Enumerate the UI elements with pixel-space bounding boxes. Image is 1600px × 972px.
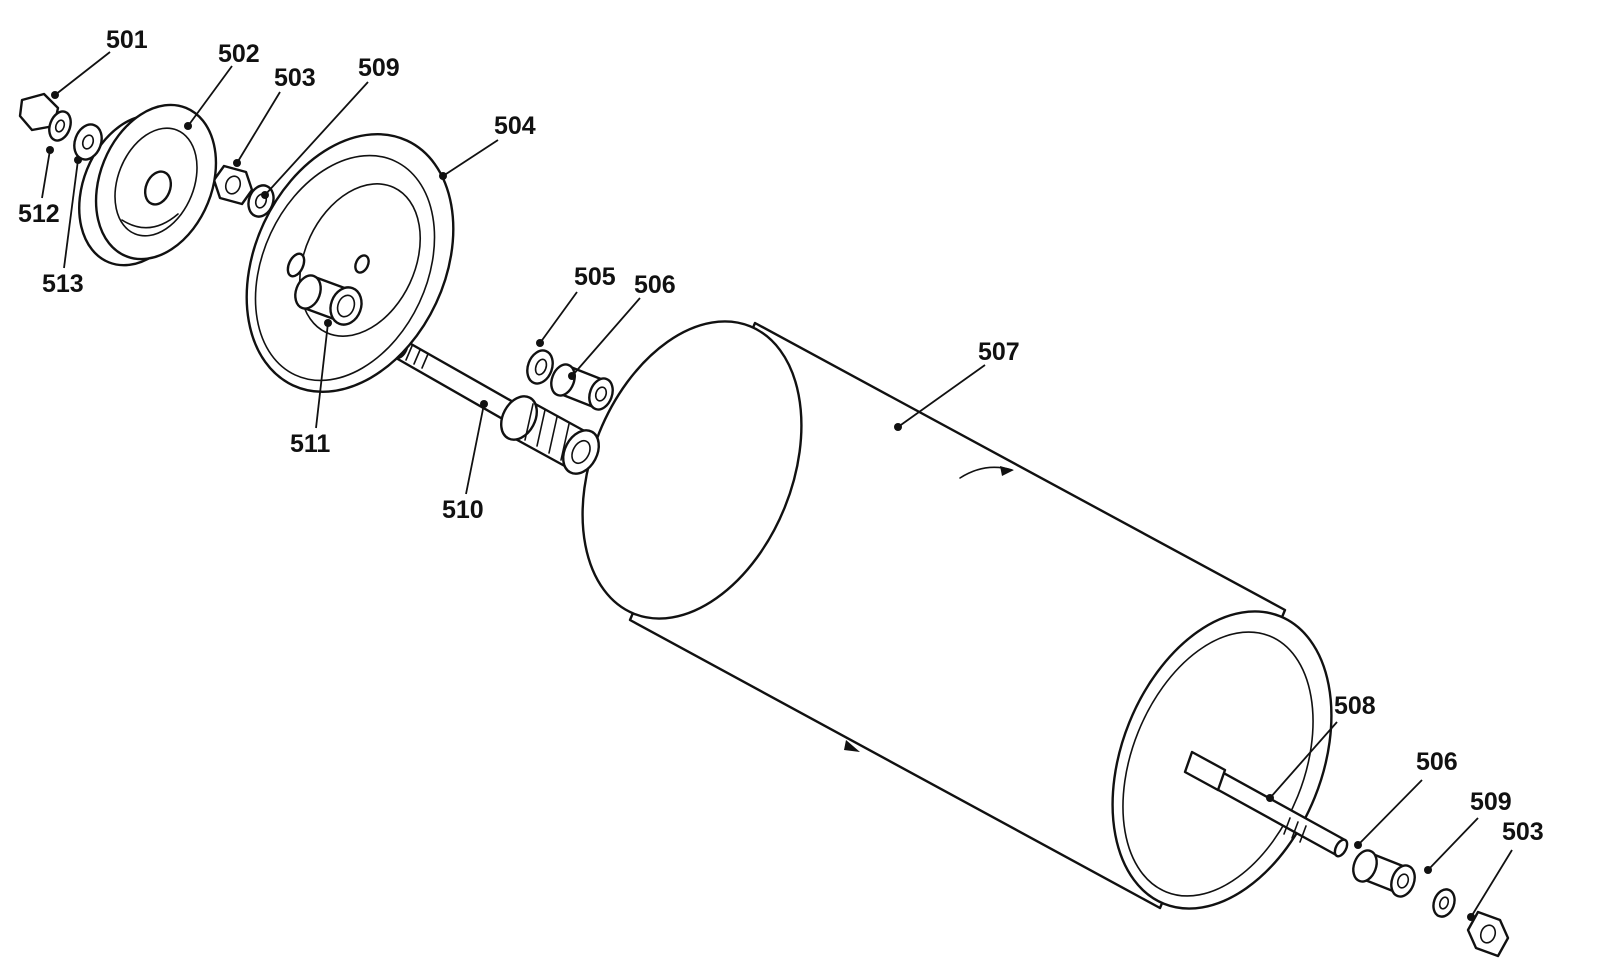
callout-501: 501 xyxy=(106,26,148,54)
part-507-drum xyxy=(581,320,1333,910)
leader-511-dot xyxy=(324,319,332,327)
callout-506-right: 506 xyxy=(1416,748,1458,776)
leader-501-dot xyxy=(51,91,59,99)
callout-labels: 501 502 503 509 504 512 513 505 506 507 … xyxy=(18,26,1544,846)
leader-509b-dot xyxy=(1424,866,1432,874)
leader-503a-dot xyxy=(233,159,241,167)
leader-505 xyxy=(539,291,578,344)
leader-509a xyxy=(264,81,369,196)
leader-502 xyxy=(187,65,233,127)
leader-503b-dot xyxy=(1467,913,1475,921)
part-505-washer xyxy=(526,349,554,385)
leader-502-dot xyxy=(184,122,192,130)
part-509-clip-right xyxy=(1432,888,1456,918)
part-511-hub xyxy=(294,274,363,326)
leader-512-dot xyxy=(46,146,54,154)
callout-503-top: 503 xyxy=(274,64,316,92)
callout-504: 504 xyxy=(494,112,536,140)
callout-505: 505 xyxy=(574,263,616,291)
leader-512 xyxy=(41,149,51,199)
part-510-pinion-shaft xyxy=(391,338,600,475)
callout-511: 511 xyxy=(290,430,330,458)
part-504-wheel xyxy=(245,133,455,393)
part-506-bushing-right xyxy=(1352,849,1416,898)
part-513-washer xyxy=(73,123,103,161)
leader-506b-dot xyxy=(1354,841,1362,849)
leader-510-dot xyxy=(480,400,488,408)
part-512-washer xyxy=(48,110,72,142)
leader-508-dot xyxy=(1266,794,1274,802)
leader-503b xyxy=(1470,849,1513,918)
leader-508 xyxy=(1269,721,1338,799)
leader-506a xyxy=(571,297,641,377)
leader-506a-dot xyxy=(568,372,576,380)
leader-507-dot xyxy=(894,423,902,431)
callout-503-right: 503 xyxy=(1502,818,1544,846)
leader-507 xyxy=(897,364,986,428)
leader-505-dot xyxy=(536,339,544,347)
part-503-nut-left xyxy=(212,164,254,206)
leader-513-dot xyxy=(74,156,82,164)
leader-lines xyxy=(41,51,1513,921)
leader-509b xyxy=(1427,817,1479,871)
callout-513: 513 xyxy=(42,270,84,298)
leader-504-dot xyxy=(439,172,447,180)
part-506-bushing-left xyxy=(550,363,614,411)
callout-507: 507 xyxy=(978,338,1020,366)
leader-510 xyxy=(465,403,485,495)
callout-509-top: 509 xyxy=(358,54,400,82)
leader-503a xyxy=(236,91,281,164)
leader-506b xyxy=(1357,779,1423,846)
leader-501 xyxy=(54,51,111,96)
callout-508: 508 xyxy=(1334,692,1376,720)
part-503-nut-right xyxy=(1466,910,1510,958)
callout-506-left: 506 xyxy=(634,271,676,299)
callout-509-right: 509 xyxy=(1470,788,1512,816)
callout-512: 512 xyxy=(18,200,60,228)
part-502-pulley xyxy=(78,103,218,267)
part-508-shaft xyxy=(1183,750,1349,858)
callout-510: 510 xyxy=(442,496,484,524)
leader-509a-dot xyxy=(261,191,269,199)
callout-502: 502 xyxy=(218,40,260,68)
leader-513 xyxy=(63,159,79,269)
leader-511 xyxy=(315,322,329,429)
leader-504 xyxy=(442,139,499,177)
